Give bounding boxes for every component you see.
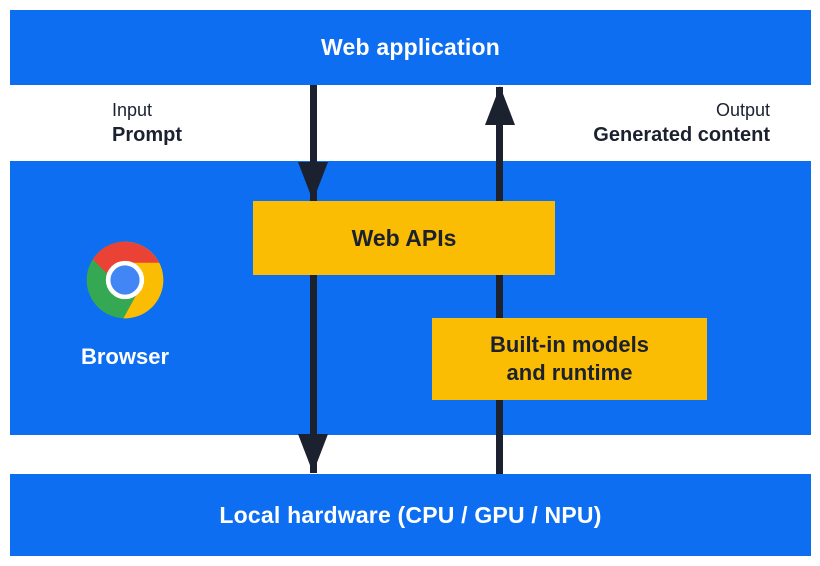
input-arrow-shaft <box>310 85 317 473</box>
web-application-bar: Web application <box>10 10 811 85</box>
input-arrowhead-to-hardware <box>298 434 328 473</box>
builtin-models-line1: Built-in models <box>490 332 649 357</box>
output-arrow-shaft <box>496 87 503 474</box>
input-label: Input <box>112 100 153 120</box>
chrome-logo <box>79 234 171 326</box>
browser-label: Browser <box>80 344 170 369</box>
output-arrowhead-to-web-application <box>485 86 515 125</box>
web-application-label: Web application <box>321 34 500 60</box>
chrome-icon <box>86 241 164 319</box>
input-annotation: Input Prompt <box>112 99 182 148</box>
generated-content-label: Generated content <box>593 124 770 146</box>
web-apis-label: Web APIs <box>351 224 457 251</box>
builtin-models-line2: and runtime <box>506 360 633 385</box>
output-label: Output <box>715 100 770 120</box>
local-hardware-bar: Local hardware (CPU / GPU / NPU) <box>10 474 811 556</box>
prompt-label: Prompt <box>112 124 182 146</box>
output-annotation: Output Generated content <box>593 99 770 148</box>
web-apis-box: Web APIs <box>253 201 555 275</box>
builtin-models-box: Built-in models and runtime <box>432 318 707 400</box>
local-hardware-label: Local hardware (CPU / GPU / NPU) <box>219 501 602 528</box>
